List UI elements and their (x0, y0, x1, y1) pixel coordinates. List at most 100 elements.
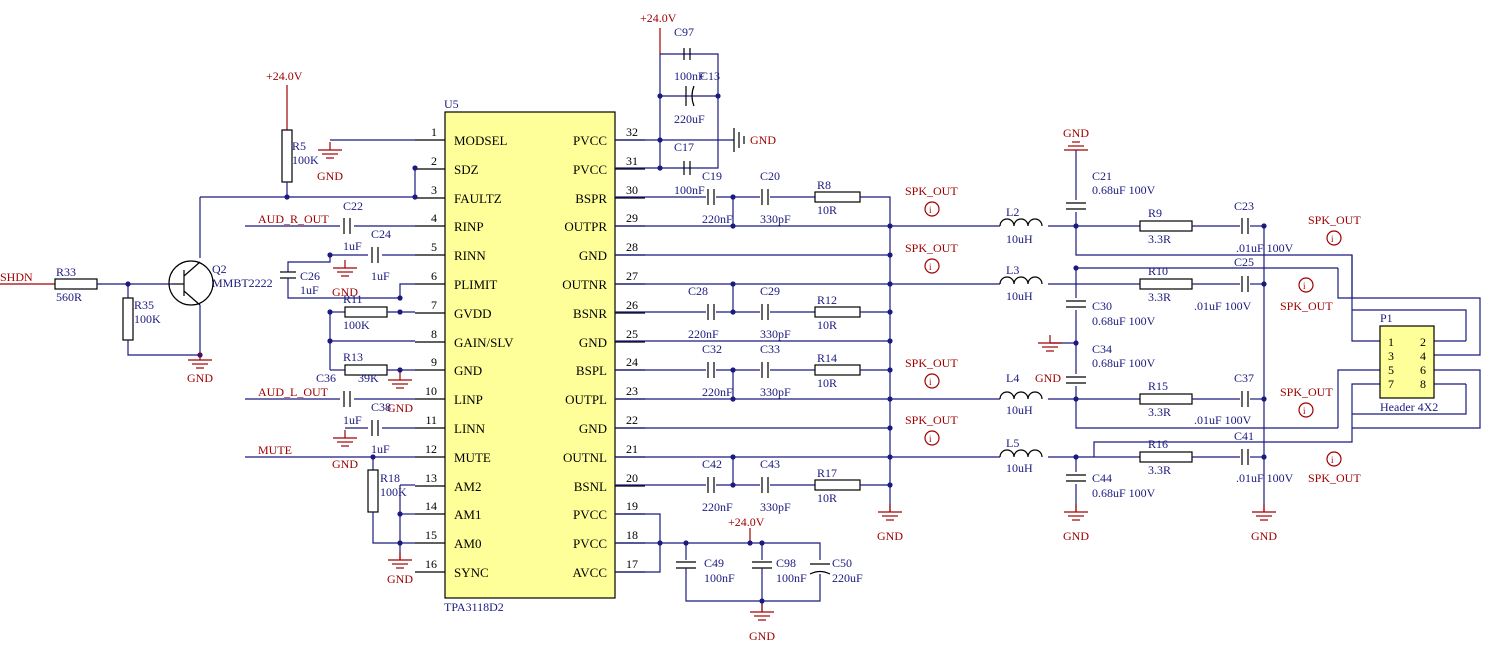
c34-des: C34 (1092, 342, 1112, 356)
junction-dot (412, 194, 418, 200)
l3-val: 10uH (1006, 289, 1033, 303)
ic-pin-name: OUTPL (565, 392, 607, 407)
c41-des: C41 (1234, 429, 1254, 443)
ic-pin-name: LINN (454, 421, 486, 436)
q2-val: MMBT2222 (212, 276, 273, 290)
svg-text:i: i (929, 262, 932, 272)
junction-dot (397, 295, 403, 301)
c25-val: .01uF 100V (1194, 299, 1252, 313)
ic-pin-number: 23 (626, 384, 638, 398)
ic-pin-number: 6 (431, 269, 437, 283)
junction-dot (730, 223, 736, 229)
svg-text:i: i (929, 434, 932, 444)
header-pin-7: 7 (1388, 377, 1394, 391)
r8-val: 10R (817, 203, 837, 217)
r33-val: 560R (56, 290, 82, 304)
gnd-label: GND (332, 457, 358, 471)
junction-dot (657, 540, 663, 546)
ic-pin-name: SYNC (454, 565, 489, 580)
junction-dot (730, 367, 736, 373)
gnd-label-c13: GND (750, 133, 776, 147)
junction-dot (730, 482, 736, 488)
ic-designator: U5 (444, 97, 459, 111)
c13-des: C13 (700, 69, 720, 83)
junction-dot (370, 454, 376, 460)
c36-val: 1uF (343, 413, 362, 427)
c26-des: C26 (300, 269, 320, 283)
c38-val: 1uF (371, 442, 390, 456)
header-pin-1: 1 (1388, 335, 1394, 349)
ic-pin-number: 14 (425, 499, 437, 513)
c20-val: 330pF (760, 212, 791, 226)
junction-dot (1073, 396, 1079, 402)
header-pin-5: 5 (1388, 363, 1394, 377)
ic-pin-number: 27 (626, 269, 638, 283)
c23-des: C23 (1234, 199, 1254, 213)
junction-dot (397, 511, 403, 517)
ic-pin-number: 4 (431, 211, 437, 225)
c29-des: C29 (760, 284, 780, 298)
junction-dot (730, 194, 736, 200)
junction-dot (1073, 454, 1079, 460)
ic-pin-name: GND (454, 363, 482, 378)
c32-des: C32 (702, 342, 722, 356)
ic-u5[interactable]: U5 TPA3118D2 1MODSEL2SDZ3FAULTZ4RINP5RIN… (415, 97, 645, 614)
ic-pin-number: 7 (431, 298, 437, 312)
r5-des: R5 (292, 139, 306, 153)
ic-pin-name: AM0 (454, 536, 481, 551)
gnd-label: GND (1035, 371, 1061, 385)
junction-dot (1261, 454, 1267, 460)
junction-dot (887, 309, 893, 315)
r18-des: R18 (380, 471, 400, 485)
ic-pin-number: 3 (431, 183, 437, 197)
junction-dot (887, 338, 893, 344)
l5-des: L5 (1006, 436, 1019, 450)
net-spk-out-4: SPK_OUT (905, 413, 958, 427)
svg-text:i: i (929, 205, 932, 215)
junction-dot (730, 396, 736, 402)
gnd-label: GND (387, 572, 413, 586)
junction-dot (747, 540, 753, 546)
junction-dot (887, 425, 893, 431)
ic-pin-number: 8 (431, 327, 437, 341)
q2-des: Q2 (212, 262, 227, 276)
ic-pin-name: GND (579, 335, 607, 350)
c17-val: 100nF (674, 183, 705, 197)
ic-pin-name: PLIMIT (454, 277, 497, 292)
junction-dot (1261, 223, 1267, 229)
junction-dot (397, 367, 403, 373)
gnd-label: GND (187, 371, 213, 385)
ic-pin-name: AM1 (454, 507, 481, 522)
ic-pin-number: 30 (626, 183, 638, 197)
header-p1[interactable]: P1 Header 4X2 1 2 3 4 5 6 7 8 (1379, 311, 1438, 414)
c44-des: C44 (1092, 471, 1112, 485)
junction-dot (412, 165, 418, 171)
junction-dot (715, 93, 721, 99)
c33-val: 330pF (760, 385, 791, 399)
junction-dot (327, 309, 333, 315)
r17-val: 10R (817, 491, 837, 505)
vcc-label-r5: +24.0V (266, 69, 303, 83)
l2-val: 10uH (1006, 232, 1033, 246)
r10-val: 3.3R (1148, 290, 1171, 304)
r11-des: R11 (343, 292, 363, 306)
c37-val: .01uF 100V (1194, 413, 1252, 427)
c42-val: 220nF (702, 500, 733, 514)
ic-pin-name: RINN (454, 248, 486, 263)
r35-des: R35 (134, 298, 154, 312)
c26-val: 1uF (300, 283, 319, 297)
net-spk-out-2: SPK_OUT (905, 241, 958, 255)
c30-val: 0.68uF 100V (1092, 314, 1156, 328)
ic-pin-name: MODSEL (454, 133, 508, 148)
ic-pin-number: 22 (626, 413, 638, 427)
net-spk-out-8: SPK_OUT (1308, 471, 1361, 485)
c30-des: C30 (1092, 299, 1112, 313)
l5-val: 10uH (1006, 461, 1033, 475)
r14-des: R14 (817, 351, 837, 365)
ic-pin-name: GVDD (454, 306, 492, 321)
junction-dot (730, 454, 736, 460)
supply-decoupling (615, 28, 745, 175)
net-mute: MUTE (258, 443, 292, 457)
vcc-label-top: +24.0V (640, 11, 677, 25)
c19-val: 220nF (702, 212, 733, 226)
